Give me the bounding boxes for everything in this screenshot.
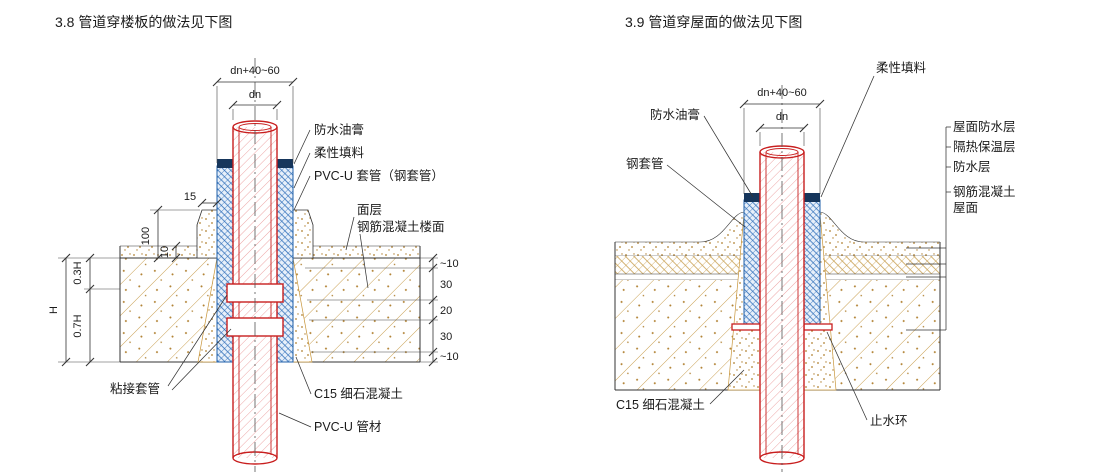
label-bonded-sleeve: 粘接套管 <box>110 381 160 396</box>
label-flexible-filler: 柔性填料 <box>876 61 927 75</box>
label-rc-roof-line2: 屋面 <box>953 201 978 215</box>
pvc-steel-sleeve <box>216 159 294 363</box>
dim-r5-label: ~10 <box>440 351 459 363</box>
label-rc-floor: 钢筋混凝土楼面 <box>357 219 445 234</box>
figure-3-9-roof-penetration: 3.9 管道穿屋面的做法见下图 <box>614 14 1016 472</box>
label-sleeve: PVC-U 套管（钢套管） <box>314 168 444 183</box>
collar-dimensions: 100 15 10 <box>140 191 222 263</box>
label-c15-concrete: C15 细石混凝土 <box>616 397 705 412</box>
label-insulation: 隔热保温层 <box>953 140 1016 154</box>
dim-10-label: 10 <box>159 246 171 258</box>
dim-H-label: H <box>48 306 60 314</box>
callouts-3-9-bottom: C15 细石混凝土 止水环 <box>616 331 908 428</box>
dim-15-label: 15 <box>184 191 196 203</box>
label-waterproof-paste: 防水油膏 <box>650 107 700 122</box>
dim-outer-label: dn+40~60 <box>230 65 280 77</box>
callouts-3-9-right: 屋面防水层 隔热保温层 防水层 钢筋混凝土 屋面 <box>906 119 1016 331</box>
label-waterproof-paste: 防水油膏 <box>314 122 364 137</box>
dim-r4-label: 30 <box>440 331 452 343</box>
dim-r2-label: 30 <box>440 279 452 291</box>
label-water-stop-ring: 止水环 <box>870 414 908 428</box>
pipe-through-roof <box>759 145 805 465</box>
dim-outer-label: dn+40~60 <box>757 87 807 99</box>
callouts-3-9-left: 防水油膏 钢套管 柔性填料 <box>626 61 927 228</box>
label-pvc-pipe: PVC-U 管材 <box>314 419 381 434</box>
section-title-3-9: 3.9 管道穿屋面的做法见下图 <box>625 14 802 30</box>
dim-dn-label: dn <box>776 111 788 123</box>
label-c15-concrete: C15 细石混凝土 <box>314 386 403 401</box>
waterproof-paste-right <box>804 193 820 202</box>
top-dimensions: dn+40~60 dn <box>212 65 298 163</box>
slab-extension-lines <box>305 257 438 363</box>
label-rc-roof-line1: 钢筋混凝土 <box>953 184 1016 199</box>
dim-r1-label: ~10 <box>440 258 459 270</box>
label-surface-layer: 面层 <box>357 203 382 217</box>
label-waterproof: 防水层 <box>953 159 991 174</box>
callouts-3-8: 防水油膏 柔性填料 PVC-U 套管（钢套管） 面层 钢筋混凝土楼面 粘接套管 … <box>110 122 445 434</box>
dim-r3-label: 20 <box>440 305 452 317</box>
concrete-collar <box>196 209 314 259</box>
figure-3-8-floor-penetration: 3.8 管道穿楼板的做法见下图 <box>48 14 459 472</box>
top-dimensions-roof: dn+40~60 dn <box>739 87 825 194</box>
label-steel-sleeve: 钢套管 <box>626 156 664 171</box>
label-roof-waterproof: 屋面防水层 <box>953 119 1016 134</box>
right-chain-dimensions: ~10 30 20 30 ~10 <box>428 253 459 367</box>
dim-dn-label: dn <box>249 89 261 101</box>
section-title-3-8: 3.8 管道穿楼板的做法见下图 <box>55 14 232 30</box>
slab-thickness-dimensions: H 0.3H 0.7H <box>48 253 120 367</box>
waterproof-paste-right <box>277 159 293 168</box>
dim-07H-label: 0.7H <box>72 314 84 337</box>
dim-03H-label: 0.3H <box>72 261 84 284</box>
steel-sleeve <box>743 193 821 331</box>
label-flexible-filler: 柔性填料 <box>314 146 365 160</box>
waterproof-paste-left <box>744 193 760 202</box>
waterproof-paste-left <box>217 159 233 168</box>
dim-100-label: 100 <box>140 227 152 245</box>
